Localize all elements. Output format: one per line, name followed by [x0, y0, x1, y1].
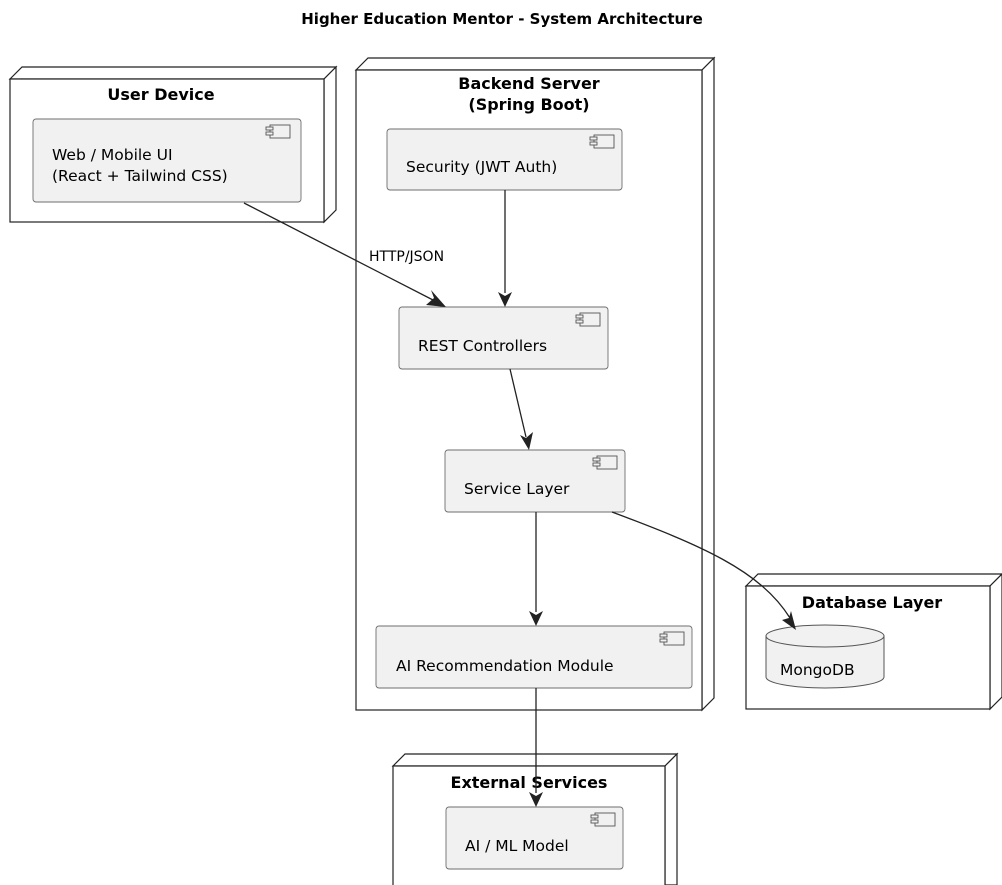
node-database-label: Database Layer [802, 593, 943, 612]
node-external-label: External Services [451, 773, 608, 792]
node-backend-label-line2: (Spring Boot) [468, 95, 589, 114]
component-icon [659, 631, 685, 646]
edge-ai-to-ml-model [529, 688, 543, 807]
component-ml-model-label: AI / ML Model [465, 837, 569, 855]
component-web-ui: Web / Mobile UI (React + Tailwind CSS) [32, 118, 302, 203]
component-ai-recommendation-label: AI Recommendation Module [396, 657, 614, 675]
node-user-device-label: User Device [107, 85, 214, 104]
component-icon [265, 124, 291, 139]
component-security: Security (JWT Auth) [386, 128, 623, 191]
component-security-label: Security (JWT Auth) [406, 158, 557, 176]
component-rest-controllers: REST Controllers [398, 306, 609, 370]
component-icon [590, 812, 616, 827]
component-web-ui-label-line1: Web / Mobile UI [52, 146, 173, 164]
node-backend-label-line1: Backend Server [458, 74, 600, 93]
component-icon [589, 134, 615, 149]
component-ai-recommendation: AI Recommendation Module [375, 625, 693, 689]
diagram-title: Higher Education Mentor - System Archite… [301, 10, 703, 28]
component-icon [575, 312, 601, 327]
component-service-layer: Service Layer [444, 449, 626, 513]
component-ml-model: AI / ML Model [445, 806, 624, 870]
edge-ui-to-rest [243, 202, 446, 307]
database-mongodb: MongoDB [765, 624, 885, 689]
database-mongodb-label: MongoDB [780, 661, 855, 679]
edge-service-to-ai [529, 512, 543, 626]
component-web-ui-label-line2: (React + Tailwind CSS) [52, 167, 228, 185]
edge-service-to-mongodb [611, 511, 796, 630]
edge-security-to-rest [498, 190, 512, 307]
component-service-layer-label: Service Layer [464, 480, 570, 498]
edge-ui-to-rest-label: HTTP/JSON [369, 249, 444, 265]
edge-rest-to-service [509, 368, 533, 450]
component-rest-controllers-label: REST Controllers [418, 337, 547, 355]
component-icon [592, 455, 618, 470]
